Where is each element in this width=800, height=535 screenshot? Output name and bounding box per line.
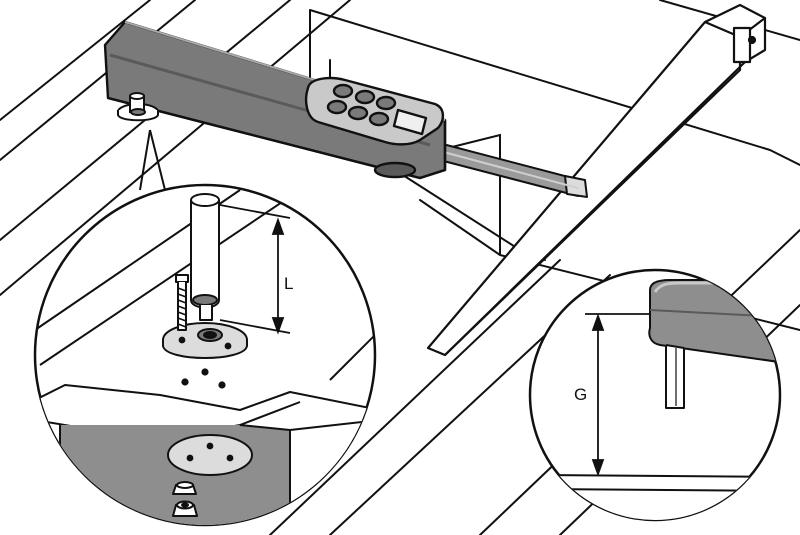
keypad-display [392, 108, 428, 136]
plank-line [0, 0, 351, 296]
keypad-button[interactable] [326, 99, 348, 115]
gap-detail [539, 279, 780, 520]
label-gap: G [574, 385, 587, 404]
keypad[interactable] [304, 76, 445, 146]
plank-line [0, 0, 196, 161]
plank-line [269, 259, 561, 535]
hatch-edge [309, 9, 800, 166]
socket-assembly [162, 193, 248, 359]
dimension-L [219, 204, 291, 335]
detail-leader-line [139, 129, 151, 191]
mounting-socket [117, 92, 159, 122]
label-length: L [284, 274, 293, 293]
pushrod [431, 141, 588, 198]
keypad-button[interactable] [368, 111, 390, 127]
drive-unit[interactable] [103, 20, 447, 180]
keypad-button[interactable] [347, 105, 369, 121]
keypad-button[interactable] [354, 89, 376, 105]
keypad-button[interactable] [375, 95, 397, 111]
dimension-G [585, 313, 650, 477]
keypad-button[interactable] [332, 83, 354, 99]
bracket-rail [426, 3, 767, 357]
plank-line [0, 0, 151, 121]
detail-leader-line [149, 129, 166, 191]
